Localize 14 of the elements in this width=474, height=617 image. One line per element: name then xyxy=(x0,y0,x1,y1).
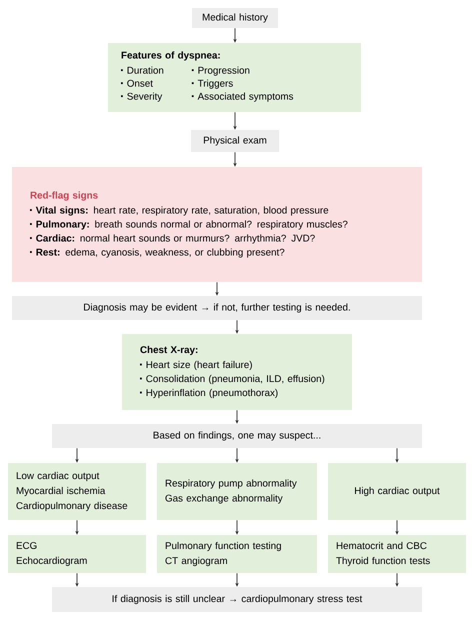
text-box: Pulmonary function testing CT angiogram xyxy=(157,535,317,573)
text-box: Chest X-ray: Heart size (heart failure) Consolidation (pneumonia, ILD, effusion) Hyperinflation (pneumothorax) xyxy=(122,334,352,410)
text-box: Low cardiac output Myocardial ischemia Cardiopulmonary disease xyxy=(8,463,146,520)
text-box: Red-flag signs Vital signs: heart rate, respiratory rate, saturation, blood pressure Pulmonary: breath sounds normal or abnormal? respiratory muscles? Cardiac: normal heart sounds or murmurs? arrhythmia? JVD? Rest: edema, cyanosis, weakness, or clubbing present? xyxy=(12,167,422,282)
text-box: Diagnosis may be evident → if not, further testing is needed. xyxy=(12,296,422,320)
text-box: If diagnosis is still unclear → cardiopulmonary stress test xyxy=(52,587,422,612)
text-box: High cardiac output xyxy=(328,463,466,520)
text-box: Respiratory pump abnormality Gas exchange abnormality xyxy=(157,463,317,520)
text-box: ECG Echocardiogram xyxy=(8,535,146,573)
text-box: Hematocrit and CBC Thyroid function tests xyxy=(328,535,466,573)
text-box: Features of dyspnea: Duration Progression Onset Triggers Severity Associated symptoms xyxy=(108,43,361,112)
text-box: Physical exam xyxy=(191,130,279,152)
text-box: Based on findings, one may suspect... xyxy=(52,424,422,448)
text-box: Medical history xyxy=(192,8,278,28)
